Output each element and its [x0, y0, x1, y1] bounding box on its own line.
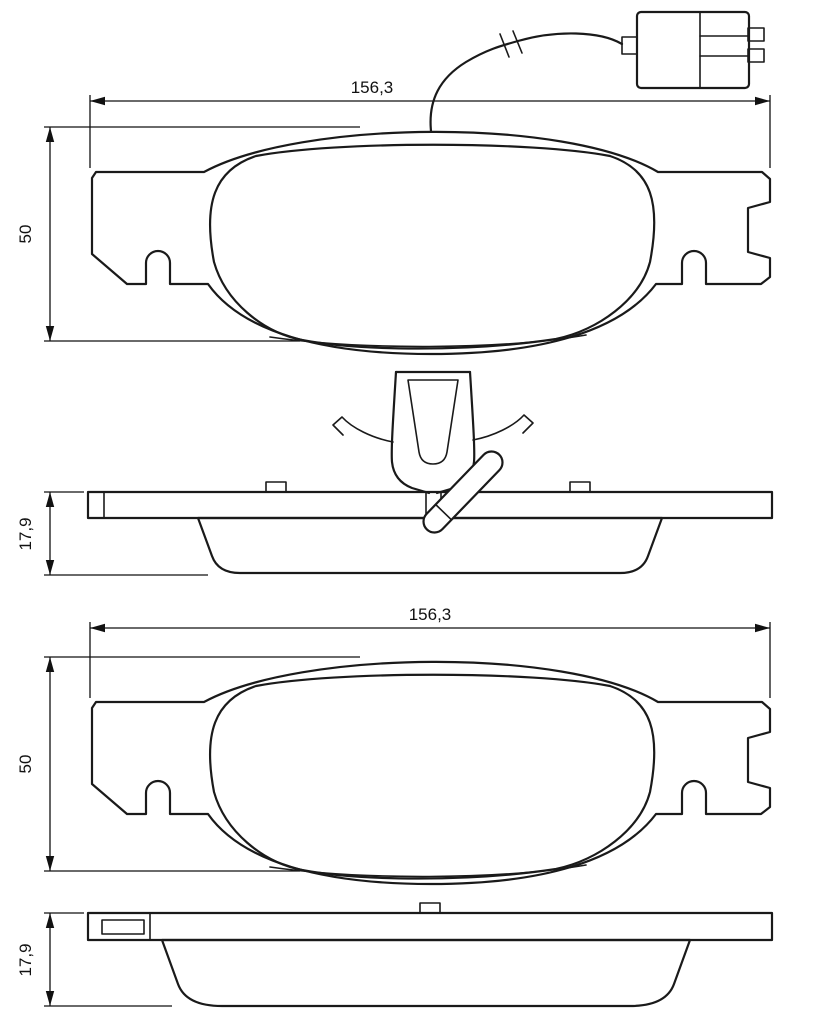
pad2-height-label: 50	[16, 755, 35, 774]
plate-lug-left	[265, 481, 287, 493]
arrowhead-top	[45, 127, 55, 142]
connector-wire-entry	[621, 36, 638, 55]
clip-spring-arm-left	[332, 416, 394, 443]
anti-rattle-spring-clip	[332, 370, 534, 517]
clip-outer-left	[390, 370, 431, 495]
clip-inner-channel	[407, 379, 459, 465]
friction-block-edge	[160, 938, 692, 1008]
arrowhead-top	[45, 657, 55, 672]
plate-end-detail	[101, 919, 145, 935]
wear-sensor-probe	[422, 450, 504, 534]
arrowhead-right	[755, 623, 770, 633]
probe-division-line	[434, 503, 453, 521]
pad1-height-label: 50	[16, 225, 35, 244]
pad2-thickness-label: 17,9	[16, 943, 35, 976]
pad2-plan-view	[86, 902, 774, 1008]
pad2-thickness-dimension: 17,9	[16, 912, 172, 1007]
connector-body	[635, 10, 751, 90]
arrowhead-top	[45, 913, 55, 928]
pad1-front-view	[90, 130, 772, 356]
connector-pin-2	[747, 48, 765, 63]
pad1-thickness-label: 17,9	[16, 517, 35, 550]
clip-spring-arm-right	[472, 414, 534, 441]
arrowhead-left	[90, 623, 105, 633]
arrowhead-bottom	[45, 326, 55, 341]
pad1-height-dimension: 50	[16, 126, 360, 342]
sensor-wire	[429, 32, 624, 133]
pad1-plan-view	[86, 370, 774, 575]
wire-crimp-mark-1	[499, 33, 510, 58]
arrowhead-top	[45, 492, 55, 507]
pad2-height-dimension: 50	[16, 656, 360, 872]
pad2-width-dimension: 156,3	[89, 605, 771, 698]
pad1-width-dimension: 156,3	[89, 78, 771, 168]
backing-plate-edge	[86, 911, 774, 942]
wire-crimp-mark-2	[512, 30, 523, 54]
connector-pin-1	[747, 27, 765, 42]
pad1-thickness-dimension: 17,9	[16, 491, 208, 576]
pad2-front-view	[90, 660, 772, 886]
pad2-width-label: 156,3	[409, 605, 452, 624]
friction-block-edge	[196, 516, 664, 575]
arrowhead-bottom	[45, 560, 55, 575]
wear-sensor-assembly	[429, 10, 765, 133]
plate-lug-right	[569, 481, 591, 493]
plate-lug-center	[419, 902, 441, 914]
arrowhead-bottom	[45, 991, 55, 1006]
pad1-width-label: 156,3	[351, 78, 394, 97]
arrowhead-left	[90, 96, 105, 106]
arrowhead-right	[755, 96, 770, 106]
arrowhead-bottom	[45, 856, 55, 871]
